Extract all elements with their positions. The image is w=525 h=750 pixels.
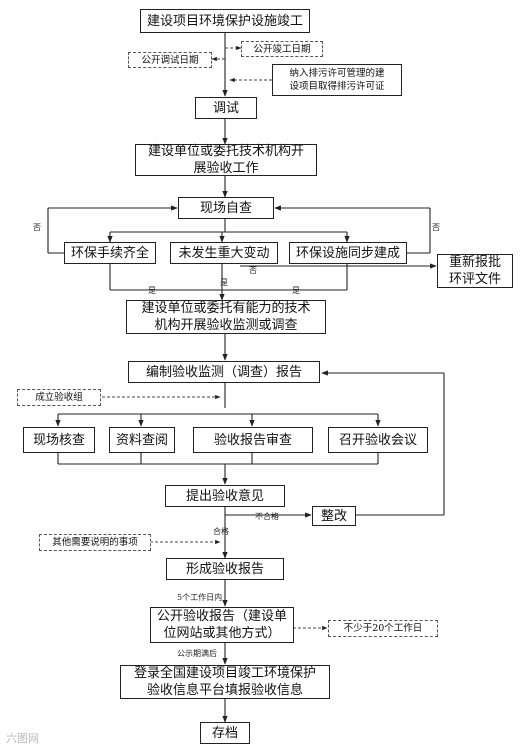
entrust-box: 建设单位或委托技术机构开 展验收工作 bbox=[135, 144, 317, 176]
opinion-box: 提出验收意见 bbox=[165, 485, 285, 507]
days-note: 不少于20个工作日 bbox=[328, 620, 438, 637]
site-verify-box: 现场核查 bbox=[23, 427, 95, 453]
after-period-label: 公示期满后 bbox=[177, 649, 217, 658]
publish-report-box: 公开验收报告（建设单 位网站或其他方式） bbox=[150, 607, 294, 643]
doc-review-box: 资料查阅 bbox=[109, 427, 175, 453]
major-change-box: 未发生重大变动 bbox=[170, 242, 278, 264]
unqualified-label: 不合格 bbox=[255, 512, 279, 521]
sync-build-box: 环保设施同步建成 bbox=[289, 242, 407, 264]
five-days-label: 5个工作日内 bbox=[177, 593, 223, 602]
archive-box: 存档 bbox=[200, 722, 250, 744]
debug-box: 调试 bbox=[195, 97, 257, 119]
qualified-label: 合格 bbox=[213, 527, 229, 536]
start-box: 建设项目环境保护设施竣工 bbox=[140, 9, 310, 33]
completion-date-note: 公开竣工日期 bbox=[241, 41, 323, 57]
no-label-right: 否 bbox=[432, 223, 440, 232]
other-note: 其他需要说明的事项 bbox=[39, 534, 151, 551]
yes-label-center: 是 bbox=[220, 278, 228, 287]
debug-date-note: 公开调试日期 bbox=[128, 52, 212, 68]
monitor-entrust-box: 建设单位或委托有能力的技术 机构开展验收监测或调查 bbox=[126, 300, 326, 334]
group-note: 成立验收组 bbox=[17, 389, 101, 406]
procedures-box: 环保手续齐全 bbox=[64, 242, 156, 264]
report-review-box: 验收报告审查 bbox=[193, 427, 313, 453]
no-label-change: 否 bbox=[249, 266, 257, 275]
yes-label-left: 是 bbox=[148, 286, 156, 295]
watermark: 六图网 bbox=[6, 732, 39, 745]
form-report-box: 形成验收报告 bbox=[166, 558, 284, 580]
no-label-left: 否 bbox=[33, 223, 41, 232]
permit-note: 纳入排污许可管理的建 设项目取得排污许可证 bbox=[272, 64, 402, 96]
compile-report-box: 编制验收监测（调查）报告 bbox=[128, 361, 320, 383]
rectify-box: 整改 bbox=[312, 506, 356, 526]
self-check-box: 现场自查 bbox=[178, 197, 274, 219]
meeting-box: 召开验收会议 bbox=[328, 427, 428, 453]
reapprove-box: 重新报批 环评文件 bbox=[437, 254, 513, 288]
register-box: 登录全国建设项目竣工环境保护 验收信息平台填报验收信息 bbox=[120, 665, 330, 699]
yes-label-right: 是 bbox=[292, 286, 300, 295]
